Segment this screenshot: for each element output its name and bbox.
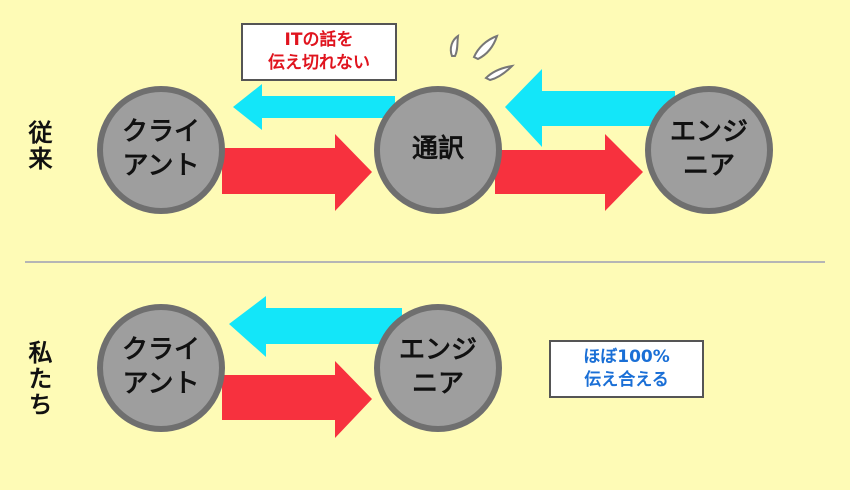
node-client-bottom: クライ アント xyxy=(97,304,225,432)
row-label-ours: 私たち xyxy=(24,340,52,418)
sweat-drops-icon xyxy=(449,33,515,82)
callout-bottom: ほぼ100% 伝え合える xyxy=(549,340,704,398)
arrow-back-interpreter-to-client xyxy=(233,84,395,130)
node-engineer-bottom: エンジ ニア xyxy=(374,304,502,432)
section-divider xyxy=(25,261,825,263)
arrow-forward-interpreter-to-engineer xyxy=(495,134,643,211)
node-engineer-top: エンジ ニア xyxy=(645,86,773,214)
arrow-forward-client-to-interpreter xyxy=(222,134,372,211)
arrow-back-engineer-to-client xyxy=(229,296,402,357)
arrow-forward-client-to-engineer xyxy=(222,361,372,438)
node-interpreter: 通訳 xyxy=(374,86,502,214)
arrow-back-engineer-to-interpreter xyxy=(505,69,675,147)
node-client-top: クライ アント xyxy=(97,86,225,214)
callout-top: ITの話を 伝え切れない xyxy=(241,23,397,81)
row-label-conventional: 従来 xyxy=(24,120,52,172)
